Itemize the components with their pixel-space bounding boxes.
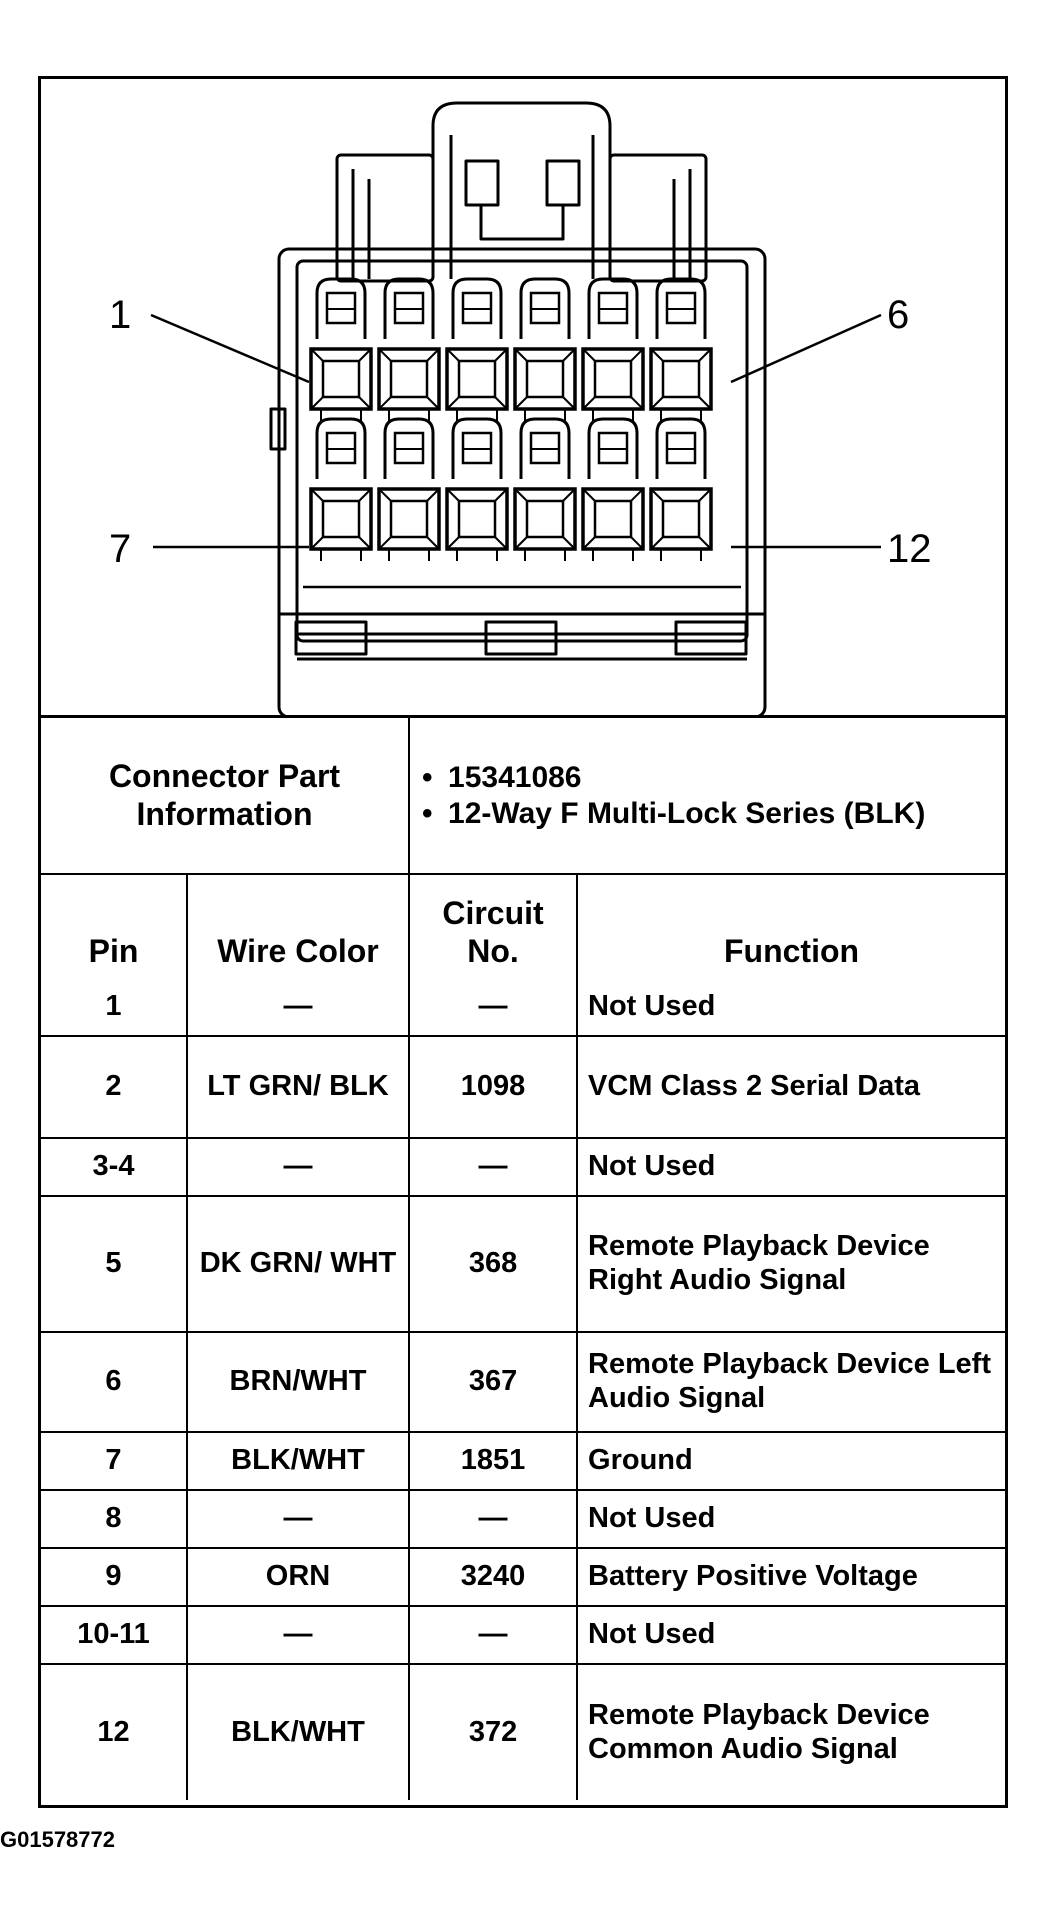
pin-cell: 7 [41, 1431, 188, 1491]
function-cell: Not Used [576, 1605, 1006, 1665]
circuit-number-cell: — [408, 978, 579, 1037]
wire-color-cell: BLK/WHT [185, 1663, 411, 1800]
pin-cell: 8 [41, 1489, 188, 1549]
pin-cell: 9 [41, 1547, 188, 1607]
connector-figure-frame: 1 6 7 12 Connector Part Information •153… [38, 76, 1008, 1808]
circuit-number-cell: 1098 [408, 1035, 579, 1139]
wire-color-cell: ORN [185, 1547, 411, 1607]
header-pin: Pin [41, 873, 188, 978]
circuit-number-cell: 3240 [408, 1547, 579, 1607]
circuit-number-cell: 1851 [408, 1431, 579, 1491]
wire-color-cell: — [185, 1605, 411, 1665]
pin-cell: 5 [41, 1195, 188, 1333]
wire-color-cell: — [185, 1137, 411, 1197]
function-cell: Remote Playback Device Common Audio Sign… [576, 1663, 1006, 1800]
wire-color-cell: LT GRN/ BLK [185, 1035, 411, 1139]
connector-info-list: •15341086 •12-Way F Multi-Lock Series (B… [408, 718, 1006, 875]
table-row: 8——Not Used [41, 1489, 1006, 1549]
pin-cell: 1 [41, 978, 188, 1037]
header-circuit-no: Circuit No. [408, 873, 579, 978]
header-wire-color: Wire Color [185, 873, 411, 978]
connector-info-label: Connector Part Information [41, 718, 411, 875]
function-cell: Remote Playback Device Left Audio Signal [576, 1331, 1006, 1433]
table-row: 1——Not Used [41, 978, 1006, 1037]
function-cell: Battery Positive Voltage [576, 1547, 1006, 1607]
table-row: 10-11——Not Used [41, 1605, 1006, 1665]
table-header-row: Pin Wire Color Circuit No. Function [41, 873, 1006, 978]
pin-cell: 3-4 [41, 1137, 188, 1197]
circuit-number-cell: — [408, 1137, 579, 1197]
pin-callout-1: 1 [109, 293, 132, 337]
pin-callout-6: 6 [887, 293, 910, 337]
connector-part-number: •15341086 [422, 761, 582, 795]
circuit-number-cell: — [408, 1605, 579, 1665]
connector-face-drawing [150, 101, 882, 715]
pin-callout-12: 12 [887, 527, 932, 571]
pin-cell: 2 [41, 1035, 188, 1139]
figure-code: G01578772 [0, 1827, 115, 1852]
pin-cell: 12 [41, 1663, 188, 1800]
wire-color-cell: — [185, 978, 411, 1037]
circuit-number-cell: 367 [408, 1331, 579, 1433]
circuit-number-cell: 372 [408, 1663, 579, 1800]
wire-color-cell: BRN/WHT [185, 1331, 411, 1433]
circuit-number-cell: — [408, 1489, 579, 1549]
function-cell: Not Used [576, 1489, 1006, 1549]
pinout-table: Connector Part Information •15341086 •12… [41, 718, 1006, 1800]
connector-description: •12-Way F Multi-Lock Series (BLK) [422, 796, 926, 830]
table-row: 3-4——Not Used [41, 1137, 1006, 1197]
function-cell: Not Used [576, 978, 1006, 1037]
pin-cavity-grid [303, 277, 741, 589]
header-function: Function [576, 873, 1006, 978]
connector-diagram: 1 6 7 12 [41, 79, 1005, 718]
wire-color-cell: DK GRN/ WHT [185, 1195, 411, 1333]
wire-color-cell: — [185, 1489, 411, 1549]
function-cell: VCM Class 2 Serial Data [576, 1035, 1006, 1139]
function-cell: Remote Playback Device Right Audio Signa… [576, 1195, 1006, 1333]
pin-callout-7: 7 [109, 527, 132, 571]
wire-color-cell: BLK/WHT [185, 1431, 411, 1491]
pin-cell: 6 [41, 1331, 188, 1433]
function-cell: Ground [576, 1431, 1006, 1491]
pin-cell: 10-11 [41, 1605, 188, 1665]
connector-info-row: Connector Part Information •15341086 •12… [41, 718, 1006, 875]
circuit-number-cell: 368 [408, 1195, 579, 1333]
function-cell: Not Used [576, 1137, 1006, 1197]
